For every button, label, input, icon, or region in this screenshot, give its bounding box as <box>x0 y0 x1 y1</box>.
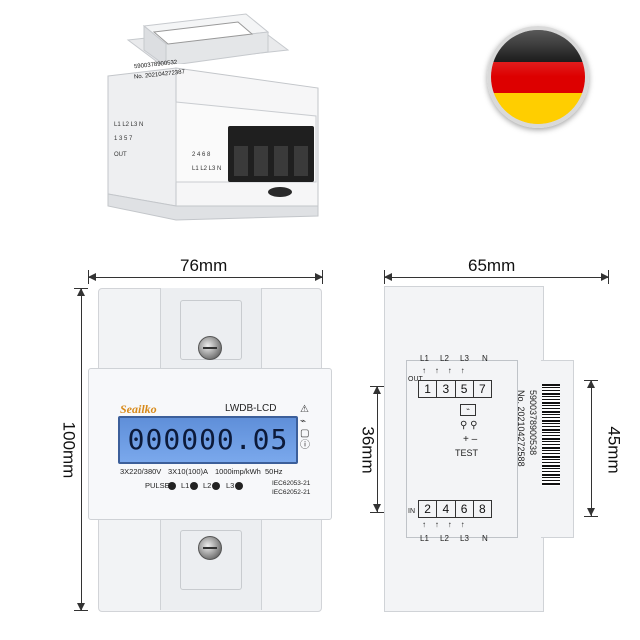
top-screw-icon <box>198 336 222 360</box>
model-label: LWDB-LCD <box>225 403 277 414</box>
side-panel <box>406 360 518 538</box>
side-step-height-label: 45mm <box>604 426 624 474</box>
meter-bottom-cover <box>160 518 262 610</box>
svg-text:L1 L2 L3 N: L1 L2 L3 N <box>114 122 143 128</box>
top-label-l1: L1 <box>420 354 429 363</box>
terminal-7: 7 <box>479 382 486 396</box>
bottom-label-l2: L2 <box>440 534 449 543</box>
indicator-l2-label: L2 <box>203 481 212 490</box>
iec-standard-1: IEC62053-21 <box>272 480 311 487</box>
svg-text:OUT: OUT <box>114 152 127 158</box>
side-inner-height-label: 36mm <box>358 426 378 474</box>
indicator-l1-label: L1 <box>181 481 190 490</box>
spec-frequency: 50Hz <box>265 467 283 476</box>
bottom-screw-icon <box>198 536 222 560</box>
terminal-6: 6 <box>456 501 474 517</box>
front-width-label: 76mm <box>180 256 228 275</box>
svg-text:2 4 6 8: 2 4 6 8 <box>192 152 211 158</box>
side-barcode <box>542 384 560 486</box>
spec-impulse: 1000imp/kWh <box>215 467 261 476</box>
warning-icons: ⚠⌁▢ⓘ <box>300 404 310 451</box>
out-label: OUT <box>408 376 423 383</box>
iec-standard-2: IEC62052-21 <box>272 489 311 496</box>
indicator-l3-label: L3 <box>226 481 235 490</box>
meter-symbol-icon: ⌁ <box>460 404 476 416</box>
brand-logo: Seailko <box>120 402 157 416</box>
meter-photo-illustration: L1 L2 L3 N 1 3 5 7 OUT 2 4 6 8 L1 L2 L3 … <box>107 13 319 221</box>
terminal-2: 2 <box>419 501 438 517</box>
test-label: TEST <box>455 448 479 458</box>
test-terminals-icon: ⚲ ⚲ <box>460 420 478 431</box>
spec-voltage: 3X220/380V <box>120 467 162 476</box>
bottom-label-n: N <box>482 534 488 543</box>
l1-led-icon <box>190 482 198 490</box>
top-label-l3: L3 <box>460 354 469 363</box>
front-height-label: 100mm <box>59 421 79 479</box>
top-label-n: N <box>482 354 488 363</box>
svg-text:L1 L2 L3 N: L1 L2 L3 N <box>192 166 221 172</box>
terminal-5: 5 <box>456 381 474 397</box>
side-barcode-number: 5900378900538 <box>528 390 538 456</box>
top-arrows: ↑ ↑ ↑ ↑ <box>422 366 465 375</box>
terminal-4: 4 <box>437 501 456 517</box>
top-label-l2: L2 <box>440 354 449 363</box>
spec-current: 3X10(100)A <box>168 467 209 476</box>
l2-led-icon <box>212 482 220 490</box>
l3-led-icon <box>235 482 243 490</box>
terminal-8: 8 <box>479 502 486 516</box>
bottom-label-l1: L1 <box>420 534 429 543</box>
bottom-label-l3: L3 <box>460 534 469 543</box>
pulse-led-icon <box>168 482 176 490</box>
top-terminal-row: 1 3 5 7 <box>418 380 492 398</box>
svg-text:1 3 5 7: 1 3 5 7 <box>114 136 133 142</box>
in-label: IN <box>408 508 415 515</box>
terminal-1: 1 <box>419 381 438 397</box>
lcd-reading: 000000.05 <box>127 423 289 456</box>
terminal-3: 3 <box>437 381 456 397</box>
lcd-display: 000000.05 <box>118 416 298 464</box>
bottom-arrows: ↑ ↑ ↑ ↑ <box>422 520 465 529</box>
side-serial-number: No. 202104272588 <box>516 390 526 467</box>
side-width-label: 65mm <box>468 256 516 275</box>
germany-flag-icon <box>487 26 589 128</box>
product-photo: L1 L2 L3 N 1 3 5 7 OUT 2 4 6 8 L1 L2 L3 … <box>88 6 338 232</box>
indicator-pulse-label: PULSE <box>145 481 170 490</box>
bottom-terminal-row: 2 4 6 8 <box>418 500 492 518</box>
test-polarity: + – <box>463 434 478 445</box>
